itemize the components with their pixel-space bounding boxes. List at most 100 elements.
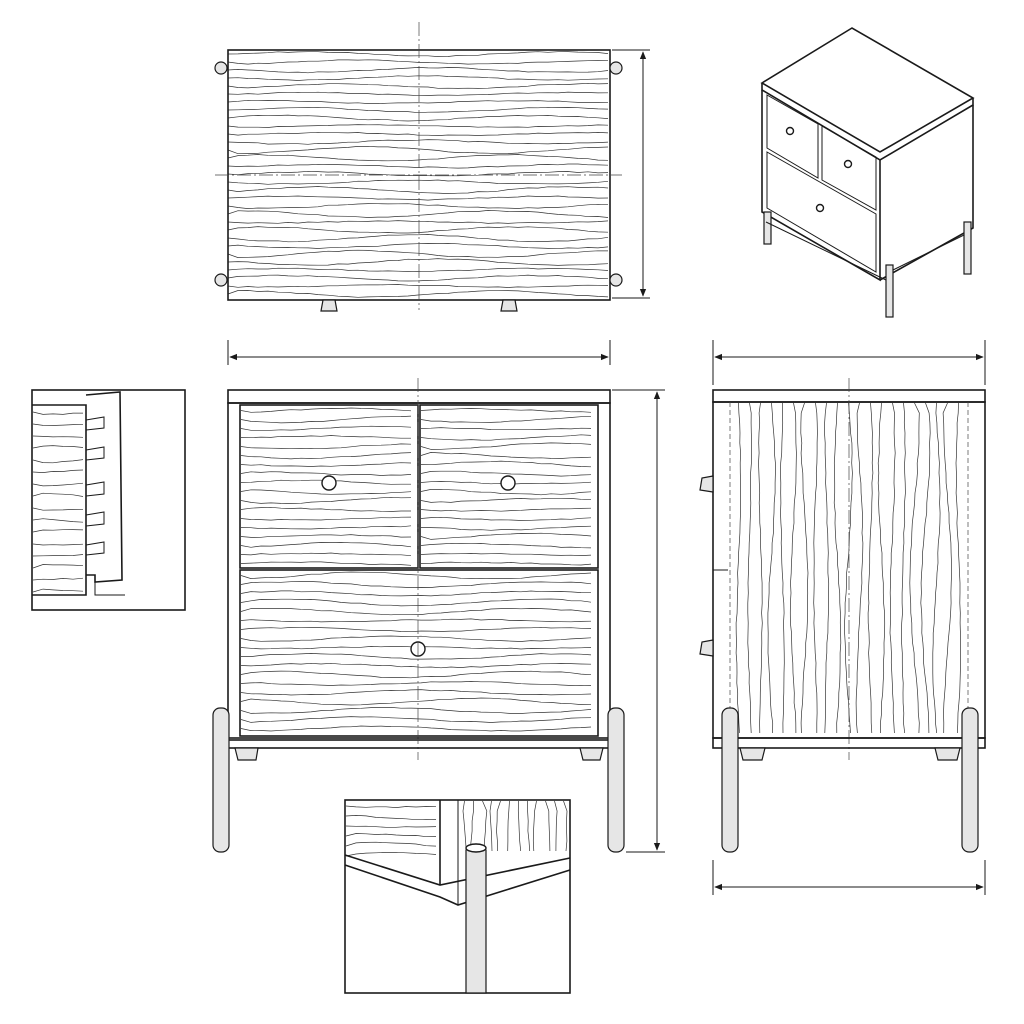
grain-line	[496, 800, 501, 851]
grain-line	[32, 492, 84, 497]
grain-line	[227, 186, 609, 194]
wood-grain	[345, 800, 568, 857]
grain-line	[227, 234, 609, 243]
grain-line	[554, 800, 558, 852]
grain-line	[240, 561, 412, 566]
grain-line	[32, 564, 84, 569]
carcass	[227, 402, 611, 741]
grain-line	[32, 543, 84, 546]
knob-icon	[843, 159, 853, 169]
joint-edge	[94, 582, 125, 596]
grain-line	[227, 249, 609, 258]
grain-line	[420, 488, 592, 496]
knob-icon	[785, 126, 795, 136]
grain-line	[240, 716, 592, 723]
grain-line	[345, 815, 437, 821]
grain-line	[227, 99, 609, 104]
iso-top	[760, 27, 975, 153]
grain-line	[813, 402, 818, 733]
grain-line	[227, 220, 609, 224]
grain-line	[240, 516, 412, 521]
grain-line	[955, 402, 961, 734]
grain-line	[489, 800, 493, 852]
grain-line	[227, 267, 609, 273]
grain-line	[420, 532, 592, 540]
grain-line	[889, 402, 896, 734]
grain-line	[420, 408, 592, 413]
grain-line	[240, 443, 412, 450]
grain-line	[240, 635, 592, 642]
grain-line	[32, 507, 84, 511]
grain-line	[227, 106, 609, 114]
side-view	[699, 340, 986, 895]
grain-line	[240, 590, 592, 597]
isometric-view	[760, 27, 975, 318]
grain-line	[420, 434, 592, 441]
grain-line	[240, 552, 412, 557]
grain-line	[877, 402, 886, 733]
iso-front	[761, 90, 881, 282]
grain-line	[32, 588, 84, 593]
knob-top-icon	[320, 299, 338, 312]
grain-line	[345, 825, 437, 828]
grain-line	[240, 670, 592, 679]
leg-top-icon	[609, 61, 623, 75]
grain-line	[240, 662, 592, 669]
grain-line	[420, 525, 592, 531]
grain-line	[227, 226, 609, 234]
dovetail-joints	[85, 416, 105, 556]
iso-top-edge	[761, 83, 974, 161]
grain-line	[227, 179, 609, 185]
leg-top-icon	[214, 273, 228, 287]
drawer-top-right[interactable]	[419, 404, 599, 569]
grain-line	[32, 445, 84, 449]
grain-line	[227, 210, 609, 218]
leg-joint-detail	[344, 799, 571, 994]
grain-line	[240, 489, 412, 495]
grain-line	[227, 203, 609, 209]
grain-line	[227, 154, 609, 162]
grain-line	[227, 163, 609, 169]
leg-top-icon	[214, 61, 228, 75]
grain-line	[227, 258, 609, 266]
knob-side-icon	[699, 475, 714, 493]
grain-line	[240, 608, 592, 616]
grain-line	[420, 470, 592, 477]
grain-line	[420, 442, 592, 450]
grain-line	[420, 507, 592, 512]
grain-line	[240, 462, 412, 467]
grain-line	[227, 91, 609, 97]
grain-line	[227, 114, 609, 122]
grain-line	[240, 435, 411, 439]
grain-line	[942, 402, 952, 734]
leg-left	[212, 707, 230, 853]
grain-line	[240, 707, 592, 714]
grain-line	[32, 554, 84, 557]
grain-line	[909, 402, 920, 734]
grain-line	[227, 82, 609, 89]
wood-grain	[227, 51, 609, 298]
drawer-bottom[interactable]	[239, 569, 599, 737]
grain-line	[240, 471, 412, 476]
grain-line	[227, 124, 609, 128]
grain-line	[240, 681, 592, 686]
grain-line	[32, 435, 84, 438]
iso-drawer-bottom	[766, 151, 877, 273]
grain-line	[420, 427, 592, 431]
grain-line	[420, 452, 592, 459]
grain-line	[482, 800, 488, 852]
grain-line	[345, 851, 437, 857]
top-board	[227, 389, 611, 404]
grain-line	[240, 581, 592, 588]
grain-line	[800, 402, 809, 734]
grain-line	[240, 626, 592, 633]
grain-line	[507, 800, 510, 852]
leg-top-icon	[609, 273, 623, 287]
grain-line	[844, 402, 853, 734]
grain-line	[462, 800, 467, 852]
side-bottom-rail	[712, 737, 986, 749]
grain-line	[345, 805, 437, 808]
grain-line	[240, 725, 592, 732]
drawer-top-left[interactable]	[239, 404, 419, 569]
